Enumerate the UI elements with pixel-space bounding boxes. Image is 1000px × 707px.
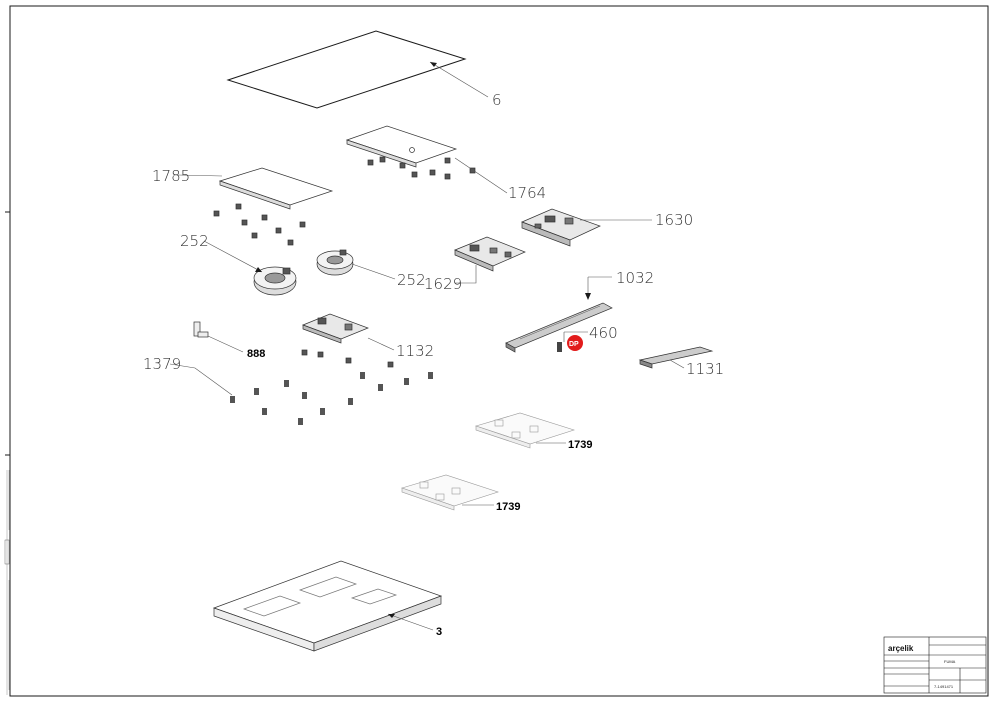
callout-1132: 1132 [396,342,434,360]
callout-1630: 1630 [655,211,693,229]
part-glass-top[interactable] [226,30,489,109]
callout-1739-lower: 1739 [496,501,520,513]
title-block-drawing-number: 7-1491471 [934,684,954,689]
part-touch-strip-1032[interactable] [505,302,613,353]
part-fan-252-right[interactable] [316,249,354,276]
part-board-1630[interactable] [521,208,601,247]
side-revision-strip [4,470,10,695]
part-clips-1379[interactable] [230,372,433,425]
part-board-1629[interactable] [454,236,526,272]
title-block [883,636,987,694]
part-coil-carrier-1739-lower[interactable] [401,474,499,511]
callout-1739-upper: 1739 [568,439,592,451]
part-board-1132[interactable] [301,313,394,368]
part-sensor-plate-1764[interactable] [345,125,476,180]
title-block-model: FUMA [944,659,956,664]
callout-1379: 1379 [143,355,181,373]
callout-6: 6 [492,91,502,109]
callout-460: 460 [589,324,618,342]
part-housing-tray-3[interactable] [212,560,443,652]
callout-1764: 1764 [508,184,546,202]
callout-1629: 1629 [424,275,462,293]
callout-1032: 1032 [616,269,654,287]
part-fan-252-left[interactable] [253,266,297,296]
callout-252-left: 252 [180,232,209,250]
callout-1785: 1785 [152,167,190,185]
part-bracket-888[interactable] [193,321,209,338]
hotspot-badge[interactable]: DP [567,335,583,351]
hotspot-badge-label: DP [569,341,579,348]
callout-3: 3 [436,626,442,638]
part-side-strip-1131[interactable] [638,346,714,369]
drawing-frame [9,5,989,697]
callout-1131: 1131 [686,360,724,378]
callout-252-right: 252 [397,271,426,289]
part-sensor-plate-1785[interactable] [213,167,334,246]
part-coil-carrier-1739-upper[interactable] [474,412,575,449]
callout-888: 888 [247,348,265,360]
part-clip-460[interactable] [557,331,588,352]
title-block-logo: arçelik [888,644,914,653]
